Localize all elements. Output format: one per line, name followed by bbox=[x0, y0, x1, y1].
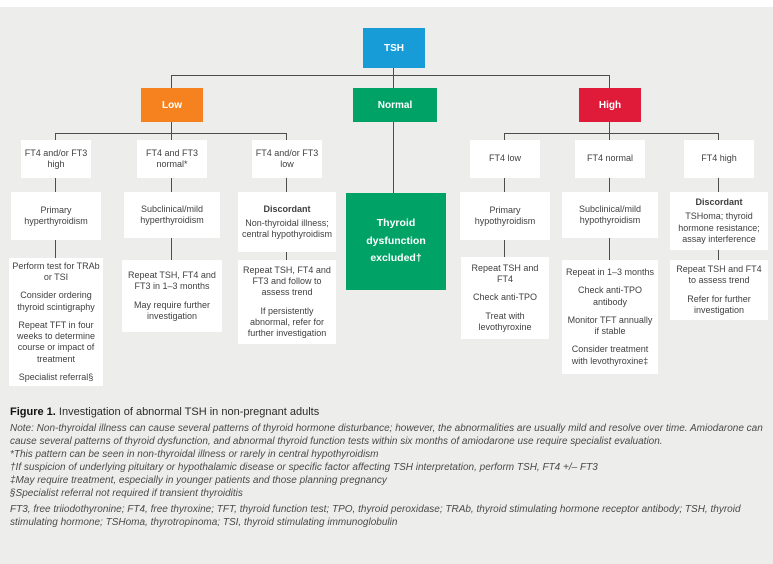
node-normal-label: Normal bbox=[377, 99, 413, 111]
action-item: Treat with levothyroxine bbox=[478, 310, 532, 332]
diagnosis-subclinical-hyperthyroidism: Subclinical/mild hyperthyroidism bbox=[124, 192, 220, 238]
figure-caption-text: Investigation of abnormal TSH in non-pre… bbox=[55, 406, 320, 418]
condition-ft4-low: FT4 low bbox=[470, 140, 540, 178]
footnote-dagger: †If suspicion of underlying pituitary or… bbox=[10, 462, 598, 473]
footnote-section: §Specialist referral not required if tra… bbox=[10, 488, 243, 499]
diagnosis-label: Primary hypothyroidism bbox=[474, 204, 536, 226]
action-item: Refer for further investigation bbox=[687, 293, 751, 315]
actions-discordant-high: Repeat TSH and FT4 to assess trend Refer… bbox=[670, 260, 768, 320]
action-item: Perform test for TRAb or TSI bbox=[12, 260, 100, 283]
action-item: Check anti-TPO bbox=[472, 292, 538, 303]
figure-footer: Figure 1. Investigation of abnormal TSH … bbox=[10, 406, 765, 529]
actions-primary-hypothyroidism: Repeat TSH and FT4 Check anti-TPO Treat … bbox=[461, 257, 549, 339]
figure-note: Note: Non-thyroidal illness can cause se… bbox=[10, 423, 763, 447]
diagnosis-label: Subclinical/mild hypothyroidism bbox=[578, 203, 642, 225]
condition-label: FT4 and/or FT3 low bbox=[255, 147, 319, 169]
action-item: Repeat TSH, FT4 and FT3 and follow to as… bbox=[243, 264, 331, 298]
action-item: May require further investigation bbox=[133, 299, 211, 321]
footnote-double-dagger: ‡May require treatment, especially in yo… bbox=[10, 475, 387, 486]
condition-ft4-ft3-low: FT4 and/or FT3 low bbox=[252, 140, 322, 178]
condition-ft4-normal: FT4 normal bbox=[575, 140, 645, 178]
node-high: High bbox=[579, 88, 641, 122]
condition-ft4-high: FT4 high bbox=[684, 140, 754, 178]
figure-panel: TSH Low Normal High FT4 and/or FT3 high … bbox=[0, 7, 773, 564]
figure-caption: Figure 1. Investigation of abnormal TSH … bbox=[10, 406, 765, 418]
action-item: If persistently abnormal, refer for furt… bbox=[247, 305, 327, 339]
action-item: Repeat TSH and FT4 to assess trend bbox=[676, 264, 762, 286]
diagnosis-primary-hyperthyroidism: Primary hyperthyroidism bbox=[11, 192, 101, 240]
diagnosis-label: Non-thyroidal illness; central hypothyro… bbox=[241, 217, 333, 240]
connector-line bbox=[393, 68, 394, 193]
outcome-label: Thyroid dysfunction excluded† bbox=[366, 216, 426, 265]
action-item: Repeat TFT in four weeks to determine co… bbox=[16, 319, 96, 364]
condition-label: FT4 and FT3 normal* bbox=[145, 147, 199, 169]
actions-subclinical-hypothyroidism: Repeat in 1–3 months Check anti-TPO anti… bbox=[562, 260, 658, 374]
diagnosis-label: Primary hyperthyroidism bbox=[24, 204, 88, 226]
action-item: Specialist referral§ bbox=[18, 371, 94, 382]
diagnosis-discordant-high: Discordant TSHoma; thyroid hormone resis… bbox=[670, 192, 768, 250]
action-item: Monitor TFT annually if stable bbox=[567, 314, 653, 337]
footnote-asterisk: *This pattern can be seen in non-thyroid… bbox=[10, 449, 379, 460]
node-normal: Normal bbox=[353, 88, 437, 122]
diagnosis-primary-hypothyroidism: Primary hypothyroidism bbox=[460, 192, 550, 240]
condition-ft4-ft3-normal: FT4 and FT3 normal* bbox=[137, 140, 207, 178]
condition-label: FT4 and/or FT3 high bbox=[24, 147, 88, 169]
action-item: Consider treatment with levothyroxine‡ bbox=[571, 344, 649, 366]
diagnosis-discordant-low: Discordant Non-thyroidal illness; centra… bbox=[238, 192, 336, 252]
node-low-label: Low bbox=[162, 99, 182, 111]
connector-line bbox=[171, 75, 610, 76]
node-low: Low bbox=[141, 88, 203, 122]
node-high-label: High bbox=[598, 99, 622, 111]
node-tsh: TSH bbox=[363, 28, 425, 68]
condition-label: FT4 low bbox=[488, 153, 521, 164]
actions-discordant-low: Repeat TSH, FT4 and FT3 and follow to as… bbox=[238, 260, 336, 344]
figure-caption-label: Figure 1. bbox=[10, 406, 56, 418]
action-item: Check anti-TPO antibody bbox=[577, 285, 643, 307]
actions-primary-hyperthyroidism: Perform test for TRAb or TSI Consider or… bbox=[9, 258, 103, 386]
connector-line bbox=[504, 133, 719, 134]
action-item: Repeat in 1–3 months bbox=[565, 267, 655, 278]
diagnosis-heading: Discordant bbox=[695, 197, 743, 207]
diagnosis-label: TSHoma; thyroid hormone resistance; assa… bbox=[678, 211, 760, 244]
condition-ft4-ft3-high: FT4 and/or FT3 high bbox=[21, 140, 91, 178]
diagnosis-heading: Discordant bbox=[263, 203, 311, 214]
condition-label: FT4 normal bbox=[586, 153, 633, 164]
abbreviation-key: FT3, free triiodothyronine; FT4, free th… bbox=[10, 504, 741, 528]
action-item: Repeat TSH, FT4 and FT3 in 1–3 months bbox=[128, 270, 216, 292]
diagnosis-subclinical-hypothyroidism: Subclinical/mild hypothyroidism bbox=[562, 192, 658, 238]
action-item: Consider ordering thyroid scintigraphy bbox=[17, 290, 95, 312]
outcome-thyroid-dysfunction-excluded: Thyroid dysfunction excluded† bbox=[346, 193, 446, 290]
diagnosis-label: Subclinical/mild hyperthyroidism bbox=[140, 203, 204, 225]
connector-line bbox=[55, 133, 287, 134]
actions-subclinical-hyperthyroidism: Repeat TSH, FT4 and FT3 in 1–3 months Ma… bbox=[122, 260, 222, 332]
node-tsh-label: TSH bbox=[384, 42, 404, 54]
condition-label: FT4 high bbox=[701, 153, 737, 164]
action-item: Repeat TSH and FT4 bbox=[471, 262, 539, 285]
